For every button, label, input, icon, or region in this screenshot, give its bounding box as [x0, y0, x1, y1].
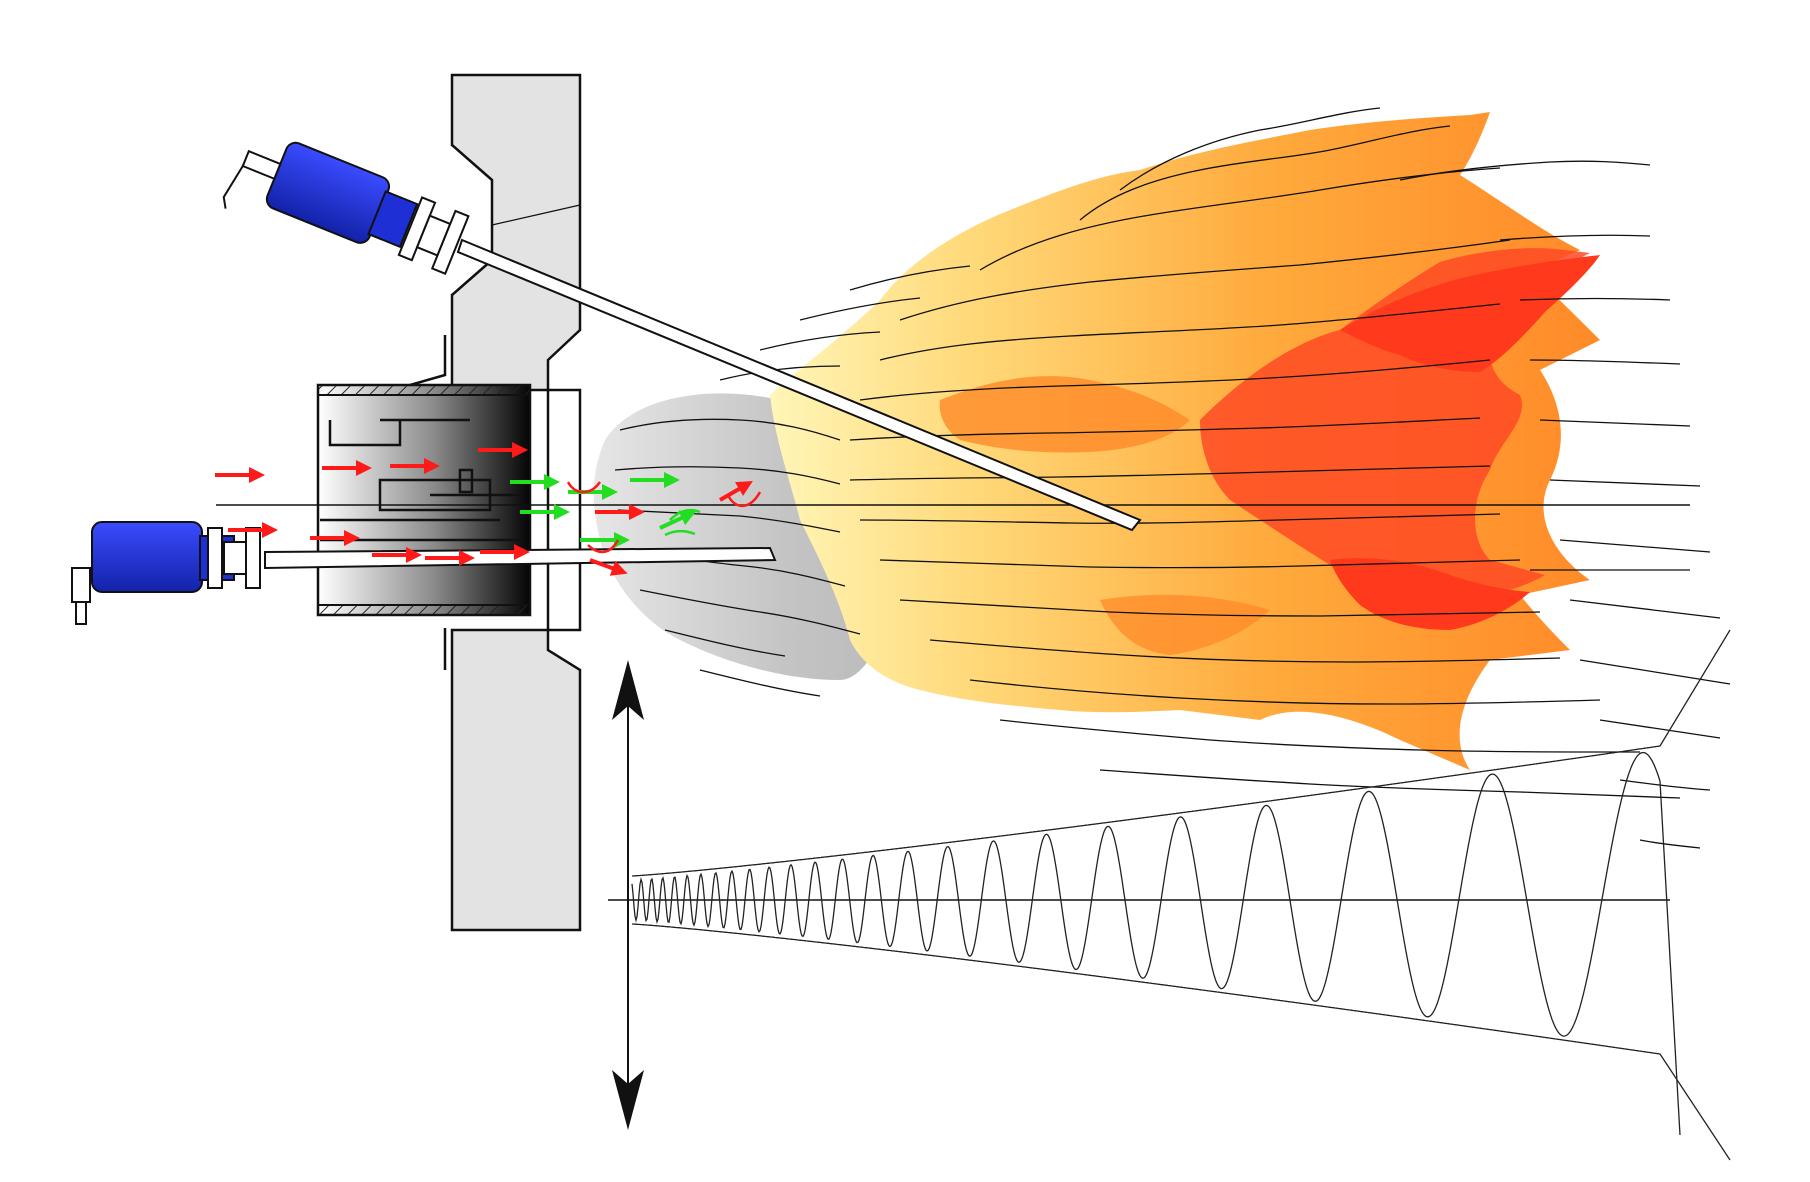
- flame-low-tongue: [1100, 594, 1270, 655]
- flow-arrow: [580, 532, 630, 548]
- flow-arrow: [659, 510, 697, 530]
- flow-arrow: [510, 474, 560, 490]
- burner-register: [216, 383, 1690, 617]
- register-housing: [316, 383, 532, 617]
- wall-detail-line: [491, 204, 581, 226]
- flow-arrow: [215, 467, 265, 483]
- flow-arrow: [478, 442, 528, 458]
- envelope-lower: [632, 923, 1731, 1161]
- flow-arrow: [425, 550, 475, 566]
- wall-flange-top: [409, 335, 447, 387]
- sensor-cable: [222, 165, 244, 209]
- arrow-head-up: [612, 660, 644, 720]
- flame-hot-spot-top: [1340, 255, 1600, 372]
- arrow-head-down: [612, 1070, 644, 1130]
- sensor-flange-2: [430, 209, 470, 275]
- swirl-arrow: [587, 539, 620, 554]
- sensor-plug: [75, 601, 87, 625]
- flame-hot-core: [1200, 248, 1590, 601]
- flow-arrow: [228, 522, 278, 538]
- lower-flame-sensor: [71, 521, 261, 625]
- flow-arrow: [595, 504, 645, 520]
- flame: [593, 107, 1731, 849]
- sensor-nut: [223, 541, 247, 575]
- oscillation-signal: [608, 629, 1731, 1161]
- swirl-arrow: [726, 491, 762, 508]
- signal-wave: [631, 751, 1681, 1136]
- sensor-body: [91, 521, 203, 593]
- flow-arrow: [630, 472, 680, 488]
- swirl-arrow: [669, 508, 701, 521]
- flow-arrow: [480, 544, 530, 560]
- fuel-flow-arrows: [510, 472, 697, 548]
- sensor-connector: [241, 149, 282, 181]
- air-flow-arrows: [215, 442, 753, 576]
- turbulence-lines: [614, 107, 1731, 849]
- wall-lower: [450, 628, 582, 932]
- amplitude-arrow: [612, 660, 644, 1130]
- envelope-upper: [632, 629, 1731, 877]
- swirl-arrow: [664, 529, 696, 537]
- sensor-connector: [71, 567, 91, 603]
- register-top-hatch: [317, 384, 531, 396]
- sensor-collar: [367, 190, 419, 249]
- flow-arrow: [322, 460, 372, 476]
- upper-flame-sensor: [222, 141, 470, 275]
- swirl-arrows: [566, 481, 762, 554]
- wall-upper: [450, 73, 582, 392]
- flow-arrow: [520, 504, 570, 520]
- sensor-flange-2: [245, 527, 261, 589]
- flow-arrow: [372, 547, 422, 563]
- register-bottom-hatch: [317, 604, 531, 616]
- flame-hot-spot-bottom: [1330, 558, 1530, 630]
- flow-arrow: [719, 481, 753, 502]
- flow-arrow: [390, 458, 440, 474]
- burner-wall: [409, 73, 582, 932]
- sensor-flange-1: [207, 527, 223, 589]
- flow-arrow: [310, 530, 360, 546]
- swirl-arrow: [566, 481, 602, 494]
- upper-lance: [456, 238, 1142, 532]
- flow-arrow: [589, 558, 628, 576]
